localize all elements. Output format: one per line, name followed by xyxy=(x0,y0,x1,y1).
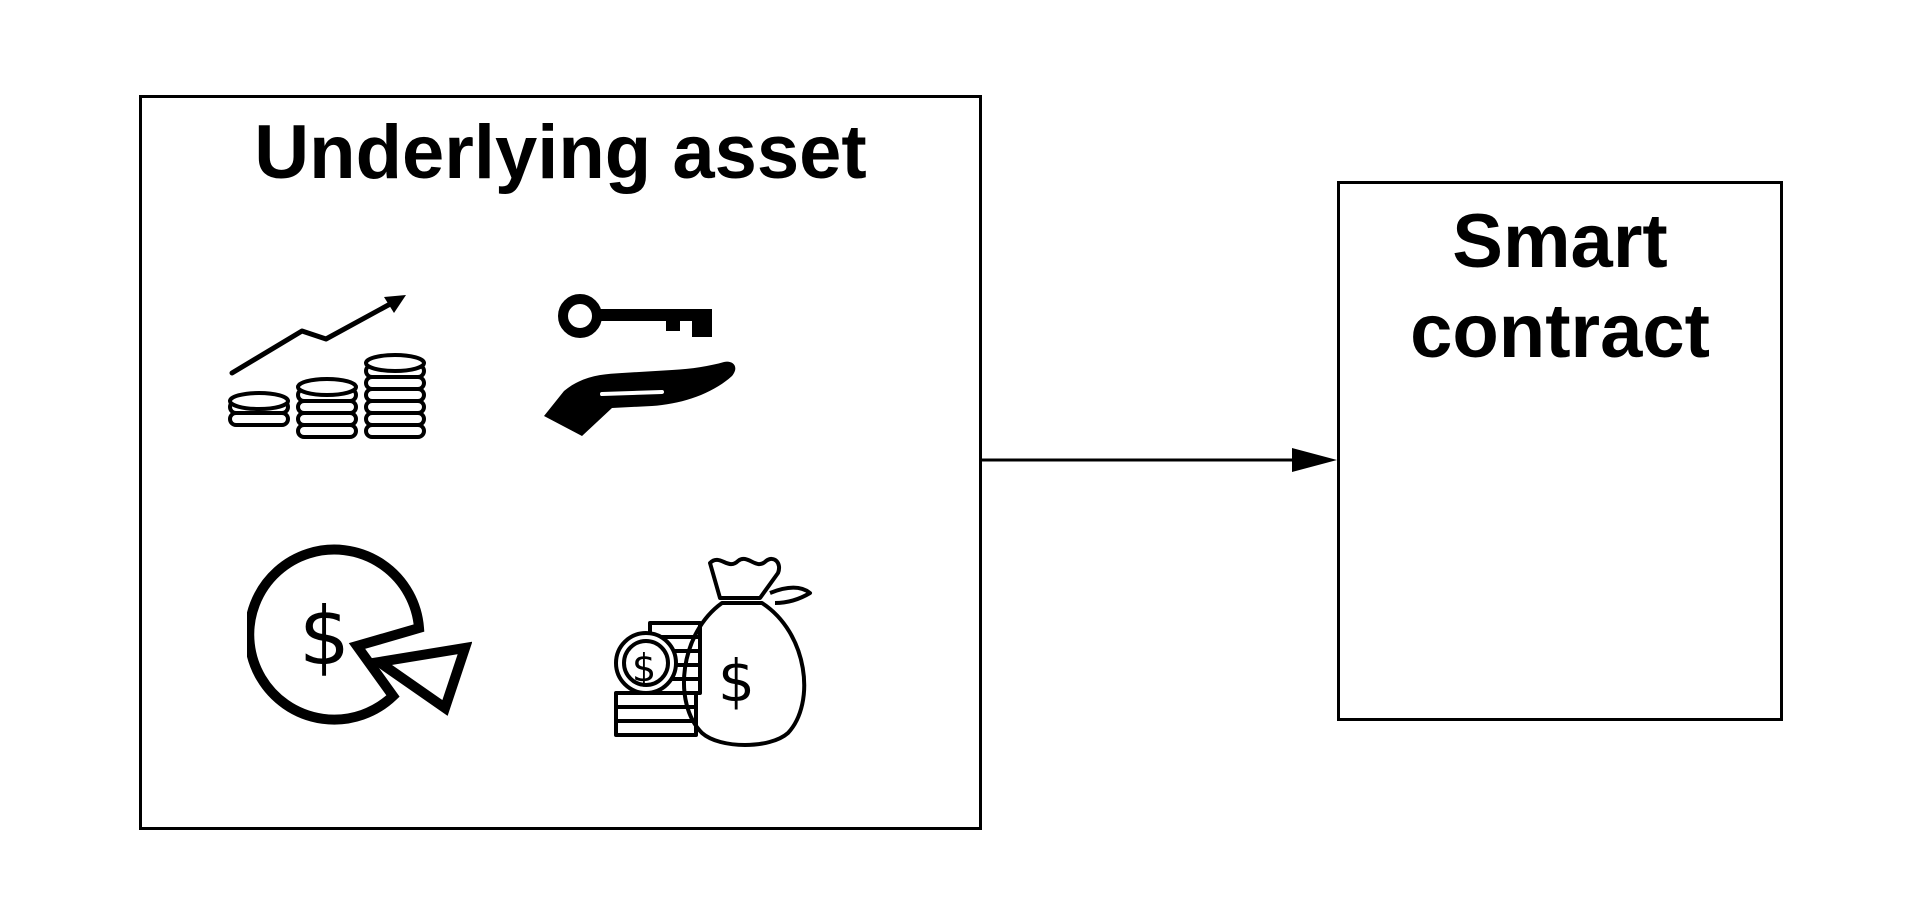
svg-text:$: $ xyxy=(299,590,350,683)
money-bag-coins-icon: $ $ xyxy=(614,556,812,747)
svg-text:$: $ xyxy=(632,646,656,690)
underlying-asset-title: Underlying asset xyxy=(254,110,867,195)
underlying-asset-box: Underlying asset xyxy=(139,95,982,830)
svg-text:$: $ xyxy=(718,647,755,715)
pie-dollar-icon: $ xyxy=(247,544,472,725)
smart-contract-title: Smart contract xyxy=(1410,199,1710,374)
growth-coins-icon xyxy=(228,295,426,439)
hand-key-icon xyxy=(544,294,736,436)
connector-arrow xyxy=(982,448,1337,472)
smart-contract-box: Smart contract xyxy=(1337,181,1783,721)
